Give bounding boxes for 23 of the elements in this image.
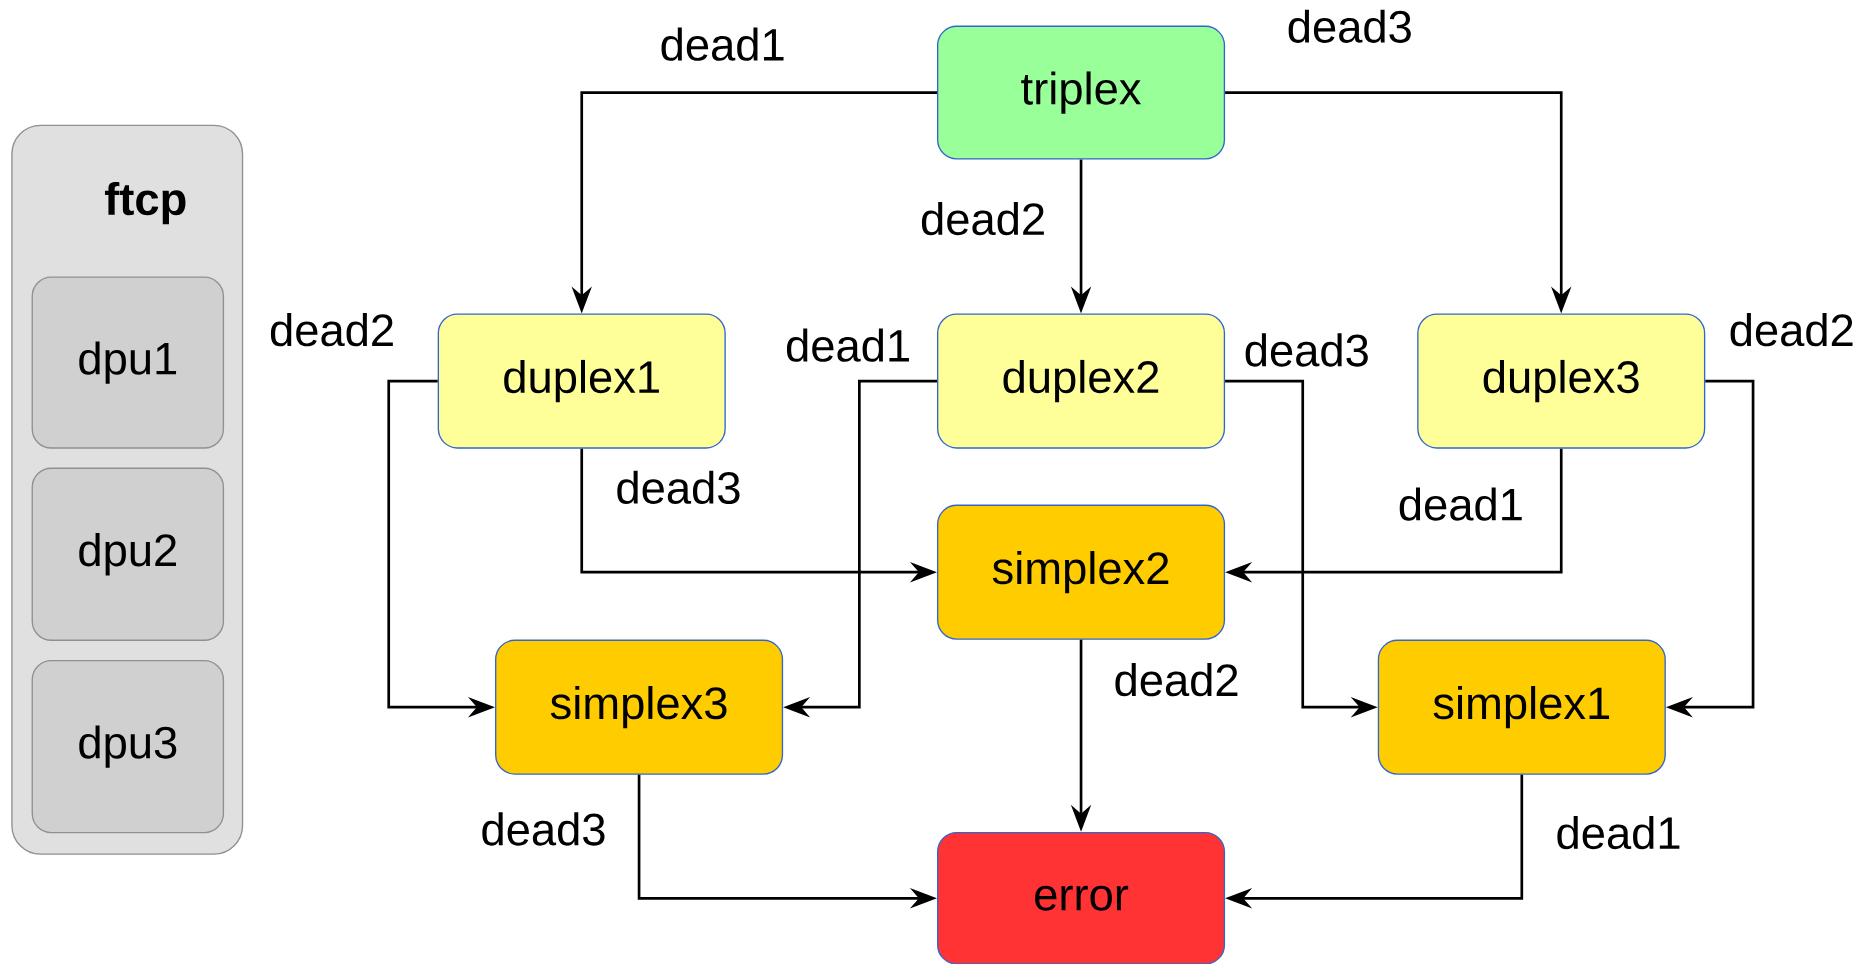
state-box: duplex2 — [937, 313, 1226, 449]
state-box: error — [937, 831, 1226, 964]
process-box: dpu2 — [31, 467, 225, 641]
edge-label: dead3 — [617, 470, 740, 504]
state-box: duplex3 — [1417, 313, 1706, 449]
state-box: triplex — [937, 25, 1226, 160]
state-box: simplex2 — [937, 504, 1226, 640]
edge-label: dead2 — [921, 201, 1044, 236]
edge-label: dead3 — [1288, 9, 1411, 43]
process-box: dpu3 — [31, 659, 225, 834]
edge-label: dead3 — [482, 812, 605, 846]
state-box: simplex3 — [495, 639, 784, 775]
edge-label: dead1 — [1557, 815, 1680, 850]
edge-label: dead1 — [661, 27, 784, 61]
edge-label: dead1 — [1399, 487, 1522, 521]
process-box: dpu1 — [31, 276, 225, 449]
edge-label: dead2 — [1730, 313, 1853, 347]
edge-label: dead2 — [1115, 663, 1238, 697]
edge-label: dead2 — [270, 313, 393, 347]
edge-label: dead1 — [786, 328, 909, 362]
edge-label: dead3 — [1245, 333, 1368, 367]
state-box: duplex1 — [437, 313, 726, 449]
state-box: simplex1 — [1377, 639, 1666, 775]
